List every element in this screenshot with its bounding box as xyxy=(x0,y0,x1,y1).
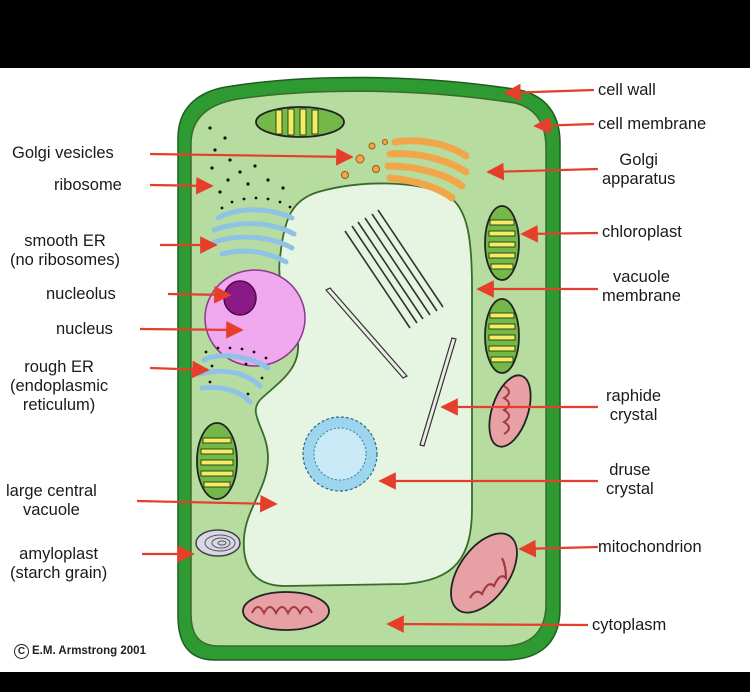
label-smooth-er: smooth ER(no ribosomes) xyxy=(10,232,121,269)
copyright-text: E.M. Armstrong 2001 xyxy=(32,645,146,657)
rough-er-ribosomes xyxy=(204,346,268,396)
golgi-vesicles-shape xyxy=(341,139,388,179)
free-ribosomes xyxy=(208,126,285,194)
chloroplast-top xyxy=(255,106,345,138)
chloroplast-right-upper xyxy=(484,205,520,281)
label-mitochondrion: mitochondrion xyxy=(598,538,702,556)
mitochondrion-right-upper xyxy=(488,374,532,448)
label-cell-wall: cell wall xyxy=(598,81,656,99)
chloroplast-right-lower xyxy=(484,298,520,374)
amyloplast-shape xyxy=(195,529,241,557)
copyright-symbol: C xyxy=(14,644,29,659)
plant-cell-diagram xyxy=(136,76,599,661)
label-nucleus: nucleus xyxy=(56,320,113,338)
mitochondrion-bottom xyxy=(242,591,330,631)
raphide-crystal-needles xyxy=(325,287,457,447)
label-arrows xyxy=(136,83,599,633)
smooth-er-shape xyxy=(211,207,297,265)
chloroplast-left xyxy=(196,422,238,500)
er-ribosome-dots xyxy=(220,196,292,210)
raphide-crystal-bundle xyxy=(344,209,444,329)
druse-crystal-shape xyxy=(302,416,378,492)
label-cytoplasm: cytoplasm xyxy=(592,616,667,634)
golgi-apparatus-shape xyxy=(384,137,470,202)
label-golgi-vesicles: Golgi vesicles xyxy=(12,144,114,162)
label-cell-membrane: cell membrane xyxy=(598,115,707,133)
label-nucleolus: nucleolus xyxy=(46,285,116,303)
label-amyloplast: amyloplast(starch grain) xyxy=(10,545,108,582)
mitochondrion-right-lower xyxy=(450,532,518,614)
label-ribosome: ribosome xyxy=(54,176,122,194)
label-chloroplast: chloroplast xyxy=(602,223,682,241)
